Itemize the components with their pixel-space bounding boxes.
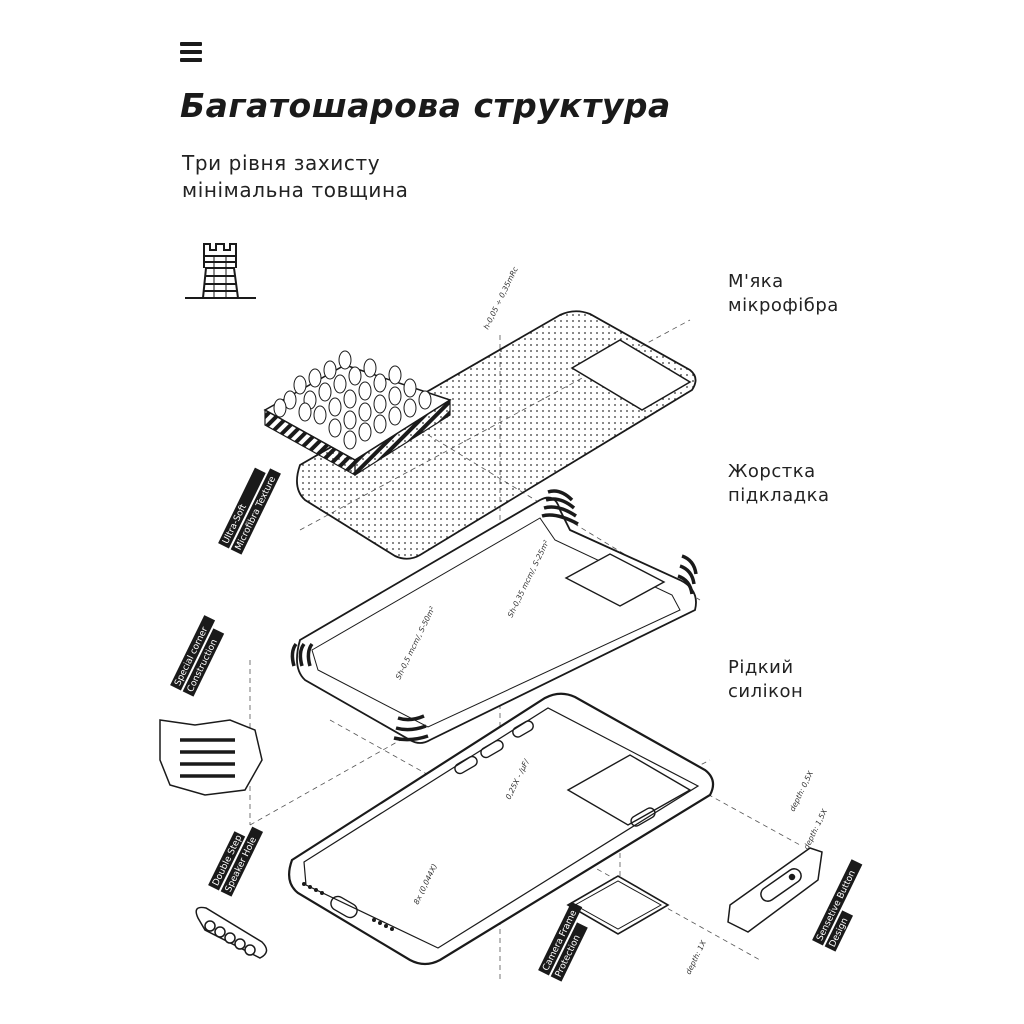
menu-bar: [180, 50, 202, 54]
corner-construction-detail: [159, 719, 263, 796]
layer-label-line: мікрофібра: [728, 295, 839, 316]
hard-shell-layer: [290, 489, 698, 744]
subtitle-line-2: мінімальна товщина: [182, 178, 409, 202]
speaker-hole-detail: [195, 906, 268, 959]
callout-microfiber: Ultra-Soft Microfibra Texture: [218, 467, 281, 555]
layer-label-hard-shell: Жорстка підкладка: [728, 460, 829, 508]
dim-microfiber: h-0,05 ÷ 0,35mRc: [482, 265, 521, 331]
silicone-frame-layer: [287, 692, 715, 966]
layer-label-line: Жорстка: [728, 461, 816, 482]
dim-depth-c: depth: 1X: [684, 938, 709, 976]
layer-label-line: М'яка: [728, 271, 784, 292]
camera-frame-detail: [566, 875, 670, 935]
layer-label-line: підкладка: [728, 485, 830, 506]
layer-label-line: силікон: [728, 681, 804, 702]
microfiber-swatch: [263, 350, 452, 477]
callout-button: Sensetive Button Design: [812, 859, 863, 952]
callout-speaker: Double Step Speaker Hole: [208, 826, 264, 897]
dim-depth-a: depth: 0,5X: [788, 769, 816, 813]
dim-depth-b: depth: 1,5X: [802, 807, 830, 851]
layer-label-line: Рідкий: [728, 657, 794, 678]
layer-label-silicone: Рідкий силікон: [728, 656, 803, 704]
layer-label-microfiber: М'яка мікрофібра: [728, 270, 839, 318]
menu-bar: [180, 58, 202, 62]
hamburger-menu-icon[interactable]: [180, 42, 202, 62]
callout-corner: Special corner Construction: [170, 615, 225, 697]
microfiber-layer: [296, 310, 697, 560]
subtitle-line-1: Три рівня захисту: [182, 151, 381, 175]
menu-bar: [180, 42, 202, 46]
castle-tower-icon: [185, 243, 256, 299]
page-subtitle: Три рівня захисту мінімальна товщина: [182, 150, 409, 204]
page-title: Багатошарова структура: [180, 86, 671, 125]
button-detail: [727, 847, 823, 933]
